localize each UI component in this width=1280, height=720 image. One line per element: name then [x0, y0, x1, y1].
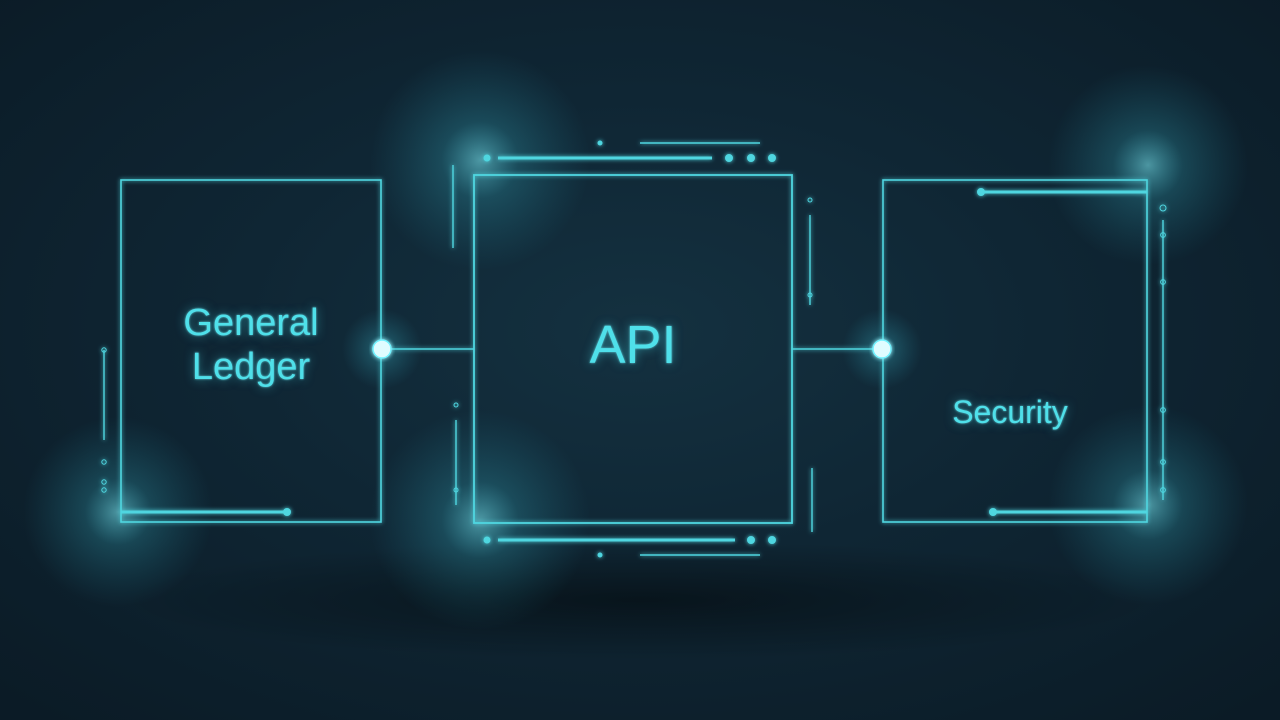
node-security-trace-dot — [1159, 204, 1167, 212]
glow-api-bottom-left — [370, 410, 590, 630]
node-api-trace-dot — [768, 154, 776, 162]
node-api-trace-dot — [747, 536, 755, 544]
node-api-label: API — [589, 315, 677, 375]
node-security-accent-dot — [989, 508, 997, 516]
glow-ledger-bottom-left — [23, 417, 213, 607]
node-security-trace-dot — [1160, 407, 1166, 413]
node-ledger-trace-dot — [101, 487, 107, 493]
glow-api-top-left — [370, 50, 590, 270]
node-api-trace-dot — [483, 154, 491, 162]
node-security-accent-dot — [977, 188, 985, 196]
node-security-trace-dot — [1160, 232, 1166, 238]
node-ledger-trace-dot — [101, 479, 107, 485]
node-api-trace-dot — [807, 292, 813, 298]
node-security-trace-dot — [1160, 487, 1166, 493]
node-security-trace-dot — [1160, 459, 1166, 465]
node-api-trace-dot — [747, 154, 755, 162]
node-ledger-label: General Ledger — [183, 302, 319, 388]
node-ledger-trace-dot — [101, 347, 107, 353]
node-api-trace-dot — [597, 552, 603, 558]
node-api-trace-dot — [597, 140, 603, 146]
glow-security-top-right — [1048, 65, 1248, 265]
node-api-trace-dot — [768, 536, 776, 544]
diagram-lines — [101, 140, 1167, 558]
port-ledger-right[interactable] — [372, 339, 392, 359]
node-api-trace-dot — [807, 197, 813, 203]
node-api-trace-dot — [725, 154, 733, 162]
glow-security-bottom-right — [1048, 405, 1248, 605]
node-api-trace-dot — [453, 487, 459, 493]
node-api-trace-dot — [453, 402, 459, 408]
node-security-label: Security — [952, 394, 1068, 430]
node-ledger-trace-dot — [101, 459, 107, 465]
port-security-left[interactable] — [872, 339, 892, 359]
node-api-trace-dot — [483, 536, 491, 544]
node-security-trace-dot — [1160, 279, 1166, 285]
node-ledger-accent-dot — [283, 508, 291, 516]
